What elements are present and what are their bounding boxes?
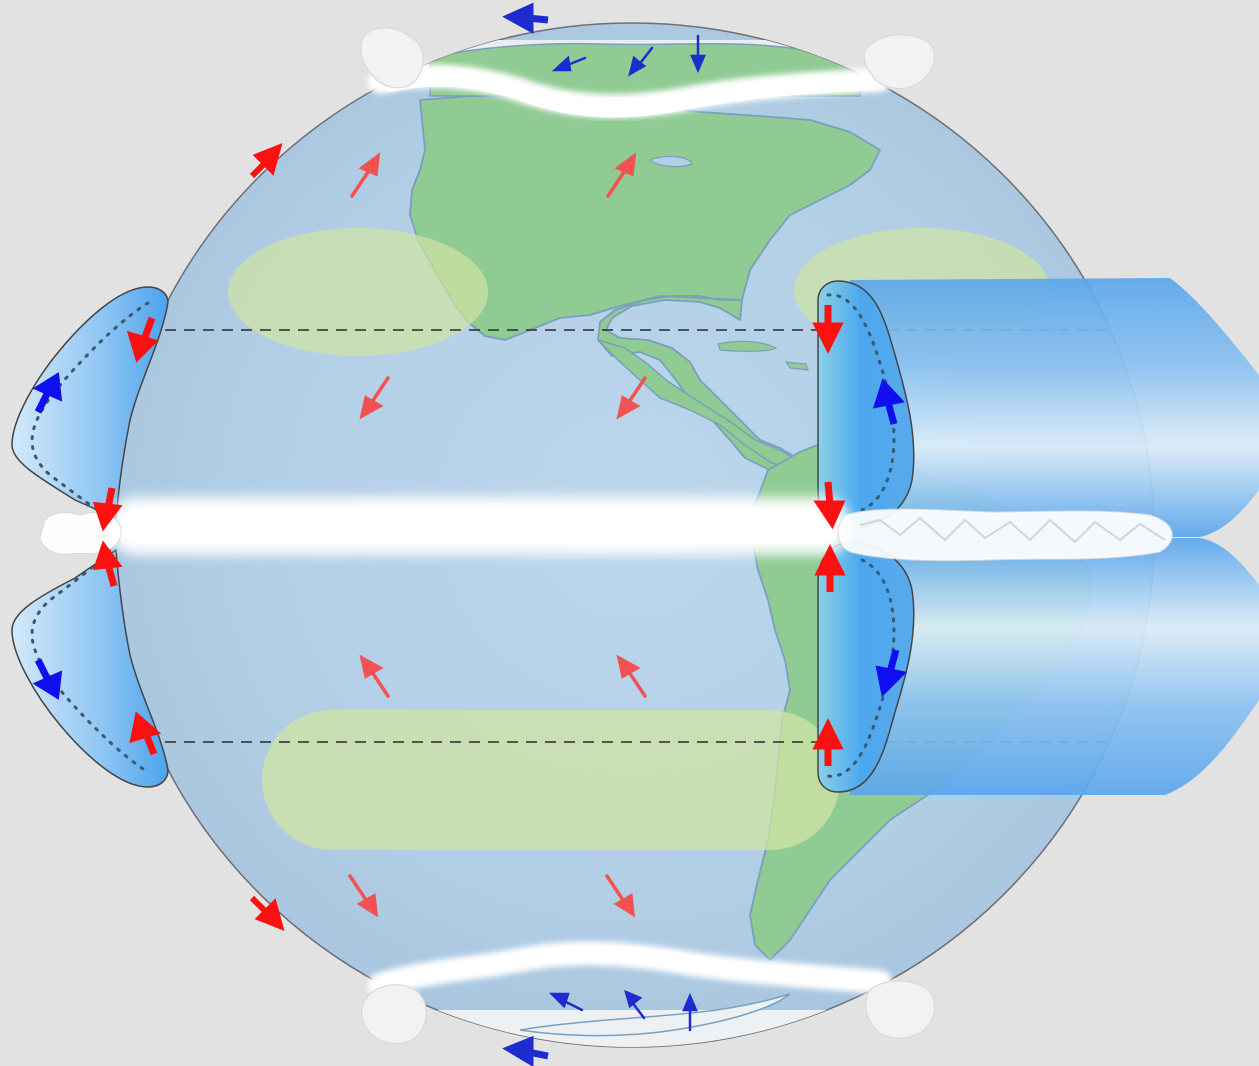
polar-easterly-arrow	[682, 992, 698, 1032]
caribbean-islands-east	[784, 361, 809, 371]
off-globe-wind-arrows	[249, 142, 285, 932]
hadley-cell-south-front	[817, 541, 915, 793]
caribbean-islands	[717, 340, 778, 352]
polar-easterly-arrow	[551, 55, 587, 72]
sinking-arrow	[32, 658, 63, 700]
descending-arrow	[812, 718, 844, 766]
descending-arrow	[129, 711, 162, 756]
high-pressure-north-pacific	[228, 228, 488, 356]
hadley-cell-south-left	[11, 548, 169, 788]
upper-polar-flow-arrow	[502, 1035, 549, 1066]
cell-flow-arrows	[32, 305, 908, 766]
antarctica-ice	[380, 1010, 900, 1047]
descending-arrow	[812, 305, 844, 354]
westerly-arrow	[348, 874, 379, 918]
converging-arrow	[92, 487, 123, 532]
rising-arrow	[872, 378, 905, 425]
trade-wind-arrow	[616, 376, 647, 420]
trade-wind-arrow	[350, 152, 381, 198]
upper-flow-arrow	[249, 895, 285, 932]
hadley-cell-north-front	[817, 280, 915, 529]
hadley-cell-north-left	[11, 286, 169, 520]
westerly-arrow	[605, 874, 636, 918]
cloud-band-icon	[39, 508, 1173, 562]
subtropical-high-pressure-zones	[228, 228, 1050, 850]
converging-arrow	[92, 540, 123, 587]
upper-polar-flow-arrow	[502, 2, 549, 34]
converging-arrow	[814, 544, 846, 592]
trade-wind-arrow	[606, 152, 637, 198]
polar-easterly-arrow	[624, 989, 646, 1020]
upper-polar-flow-arrows	[502, 2, 549, 1066]
hadley-cell-tube-north	[850, 278, 1259, 537]
surface-wind-arrows	[348, 152, 647, 918]
high-pressure-south	[262, 710, 840, 850]
sinking-arrow	[875, 649, 908, 698]
trade-wind-arrow	[616, 654, 647, 698]
hadley-cell-south-left-loop	[30, 558, 150, 774]
polar-easterly-arrow	[690, 34, 706, 74]
polar-easterly-arrows	[548, 34, 706, 1032]
converging-arrow	[813, 481, 846, 530]
upper-flow-arrow	[249, 142, 283, 179]
trade-wind-arrow	[359, 376, 390, 420]
north-america-landmass	[409, 95, 881, 471]
polar-easterly-arrow	[548, 992, 584, 1012]
great-lakes	[648, 155, 693, 168]
descending-arrow	[126, 316, 159, 363]
polar-easterly-arrow	[628, 46, 654, 77]
hadley-cell-north-left-loop	[30, 301, 150, 514]
polar-front-north	[368, 64, 892, 118]
equatorial-rising-band	[110, 497, 850, 555]
antarctica-landmass	[519, 993, 791, 1037]
polar-front-south	[368, 941, 892, 997]
polar-cloud-icon	[360, 27, 936, 1045]
trade-wind-arrow	[359, 654, 390, 698]
rising-arrow	[32, 372, 63, 414]
hadley-cell-tube-south	[850, 538, 1259, 795]
